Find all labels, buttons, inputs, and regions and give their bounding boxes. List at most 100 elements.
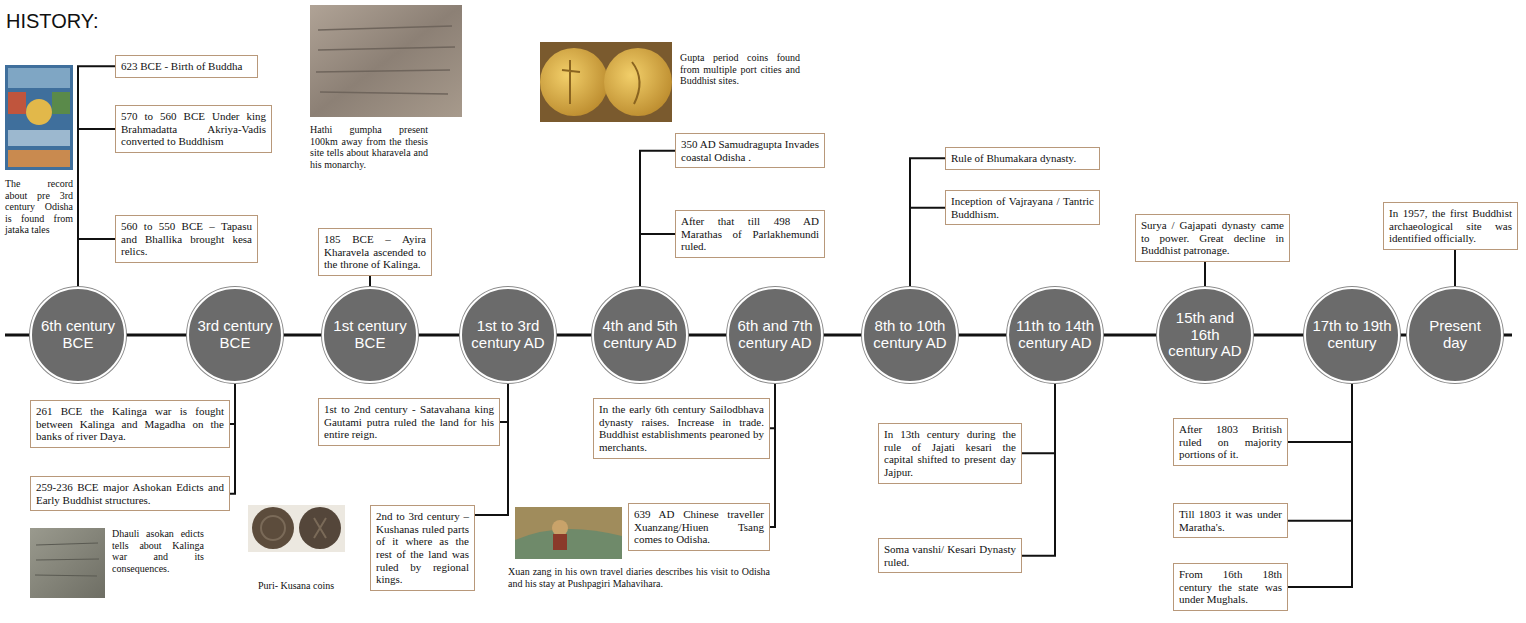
- period-circle: 6th and 7th century AD: [727, 287, 823, 383]
- event-text: 350 AD Samudragupta Invades coastal Odis…: [681, 138, 819, 163]
- event-text: 1st to 2nd century - Satavahana king Gau…: [324, 403, 494, 441]
- event-text: Inception of Vajrayana / Tantric Buddhis…: [951, 195, 1094, 220]
- event-text: 261 BCE the Kalinga war is fought betwee…: [36, 405, 224, 443]
- period-label: 3rd century BCE: [195, 318, 275, 352]
- event-box: 639 AD Chinese traveller Xuanzang/Hiuen …: [628, 503, 770, 551]
- event-box: Inception of Vajrayana / Tantric Buddhis…: [945, 190, 1100, 225]
- coin-figure: [261, 516, 285, 540]
- event-text: 570 to 560 BCE Under king Brahmadatta Ak…: [121, 110, 266, 148]
- timeline-stem: [1288, 383, 1352, 442]
- event-text: In 1957, the first Buddhist archaeologic…: [1389, 207, 1512, 245]
- copper-coin: [252, 507, 294, 549]
- jataka-painting: [5, 65, 73, 170]
- event-box: After that till 498 AD Marathas of Parla…: [675, 210, 825, 258]
- timeline-stem: [230, 383, 235, 494]
- period-circle: 1st to 3rd century AD: [460, 287, 556, 383]
- period-label: 17th to 19th century: [1312, 318, 1392, 352]
- timeline-stem: [500, 383, 508, 422]
- event-text: In 13th century during the rule of Jajat…: [884, 428, 1016, 479]
- painting-ground: [515, 507, 622, 559]
- painting-ground: [5, 65, 73, 170]
- timeline-stem: [78, 239, 115, 287]
- period-label: 6th century BCE: [38, 318, 118, 352]
- event-box: 560 to 550 BCE – Tapasu and Bhallika bro…: [115, 215, 258, 263]
- timeline-stem: [1288, 383, 1352, 521]
- event-box: 259-236 BCE major Ashokan Edicts and Ear…: [30, 476, 230, 511]
- event-text: Surya / Gajapati dynasty came to power. …: [1141, 219, 1284, 257]
- page-title: HISTORY:: [6, 10, 99, 33]
- painting-figure: [26, 99, 52, 125]
- event-box: 570 to 560 BCE Under king Brahmadatta Ak…: [115, 105, 272, 153]
- event-text: After 1803 British ruled on majority por…: [1179, 423, 1282, 461]
- painting-panel: [8, 150, 70, 167]
- coin-figure: [314, 518, 326, 538]
- painting-figure: [553, 534, 567, 550]
- period-circle: 15th and 16th century AD: [1157, 287, 1253, 383]
- event-text: 2nd to 3rd century – Kushanas ruled part…: [376, 510, 469, 586]
- copper-coin: [299, 507, 341, 549]
- period-label: 8th to 10th century AD: [870, 318, 950, 352]
- hathigumpha-photo: [310, 5, 462, 117]
- event-box: After 1803 British ruled on majority por…: [1173, 418, 1288, 466]
- image-caption: Gupta period coins found from multiple p…: [680, 52, 800, 87]
- event-box: In 1957, the first Buddhist archaeologic…: [1383, 202, 1518, 250]
- event-text: 560 to 550 BCE – Tapasu and Bhallika bro…: [121, 220, 252, 258]
- event-text: From 16th 18th century the state was und…: [1179, 568, 1282, 606]
- period-label: 4th and 5th century AD: [600, 318, 680, 352]
- rock-inscription: [310, 5, 462, 117]
- period-circle: 1st century BCE: [322, 287, 418, 383]
- timeline-stem: [78, 129, 115, 287]
- event-box: Soma vanshi/ Kesari Dynasty ruled.: [878, 538, 1022, 573]
- timeline-stem: [1022, 383, 1055, 556]
- event-box: 2nd to 3rd century – Kushanas ruled part…: [370, 505, 475, 591]
- timeline-stem: [910, 158, 945, 287]
- image-caption: Dhauli asokan edicts tells about Kalinga…: [112, 528, 204, 574]
- image-caption: The record about pre 3rd century Odisha …: [5, 178, 73, 236]
- event-text: In the early 6th century Sailodbhava dyn…: [599, 403, 764, 454]
- painting-figure: [552, 520, 568, 536]
- period-circle: 17th to 19th century: [1304, 287, 1400, 383]
- inscription-lines: [35, 543, 99, 576]
- event-box: Rule of Bhumakara dynasty.: [945, 147, 1100, 170]
- event-box: 623 BCE - Birth of Buddha: [115, 55, 258, 78]
- xuanzang-painting: [515, 507, 622, 559]
- painting-landscape: [515, 529, 622, 559]
- photo-ground: [540, 42, 672, 122]
- painting-panel: [8, 68, 70, 88]
- image-caption: Puri- Kusana coins: [258, 580, 348, 592]
- event-box: In the early 6th century Sailodbhava dyn…: [593, 398, 770, 459]
- photo-ground: [248, 505, 345, 552]
- dhauli-photo: [30, 528, 105, 598]
- event-box: 1st to 2nd century - Satavahana king Gau…: [318, 398, 500, 446]
- gold-coin: [540, 48, 608, 116]
- event-box: 185 BCE – Ayira Kharavela ascended to th…: [318, 228, 432, 276]
- period-circle: 4th and 5th century AD: [592, 287, 688, 383]
- gupta-coins-photo: [540, 42, 672, 122]
- period-label: Present day: [1415, 318, 1495, 352]
- event-box: From 16th 18th century the state was und…: [1173, 563, 1288, 611]
- timeline-stem: [1022, 383, 1055, 453]
- painting-panel: [8, 130, 70, 146]
- event-box: Surya / Gajapati dynasty came to power. …: [1135, 214, 1290, 262]
- period-label: 15th and 16th century AD: [1165, 310, 1245, 360]
- inscription-lines: [316, 26, 455, 94]
- event-text: 639 AD Chinese traveller Xuanzang/Hiuen …: [634, 508, 764, 546]
- period-label: 1st century BCE: [330, 318, 410, 352]
- timeline-stem: [1288, 383, 1352, 587]
- timeline-stem: [640, 151, 675, 287]
- period-circle: Present day: [1407, 287, 1503, 383]
- period-circle: 8th to 10th century AD: [862, 287, 958, 383]
- timeline-stem: [640, 234, 675, 287]
- event-text: Soma vanshi/ Kesari Dynasty ruled.: [884, 543, 1016, 568]
- painting-panel: [8, 92, 26, 114]
- event-text: Till 1803 it was under Maratha's.: [1179, 508, 1282, 533]
- gold-coin: [604, 48, 672, 116]
- event-text: 259-236 BCE major Ashokan Edicts and Ear…: [36, 481, 224, 506]
- timeline-stem: [1204, 262, 1206, 287]
- period-circle: 11th to 14th century AD: [1007, 287, 1103, 383]
- image-caption: Hathi gumpha present 100km away from the…: [310, 124, 428, 170]
- period-circle: 6th century BCE: [30, 287, 126, 383]
- event-text: Rule of Bhumakara dynasty.: [951, 152, 1094, 165]
- timeline-stem: [770, 383, 775, 527]
